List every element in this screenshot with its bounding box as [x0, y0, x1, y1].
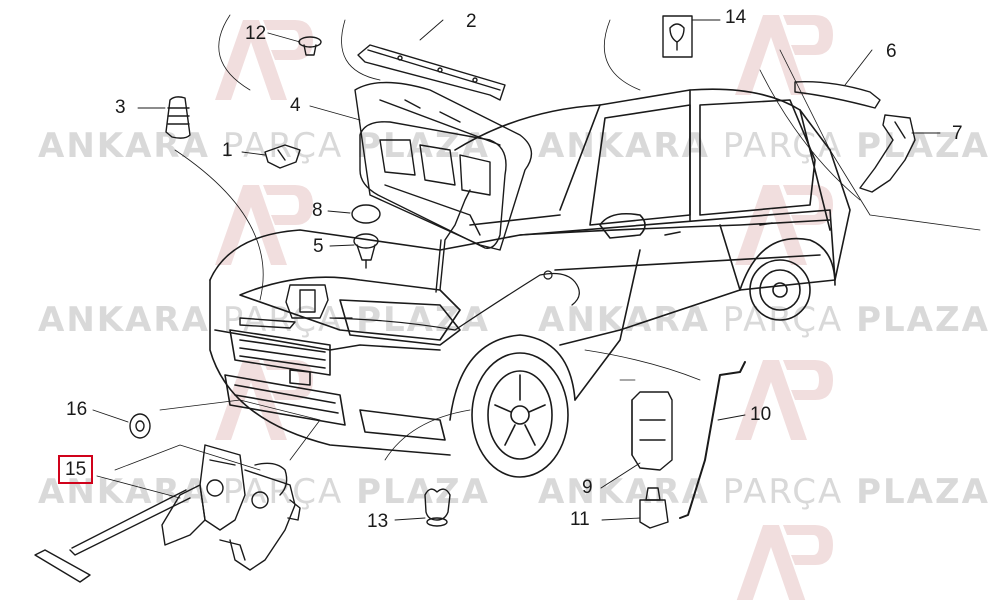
callout-5: 5 [313, 236, 324, 257]
part-12-clip [298, 36, 322, 56]
callout-16: 16 [66, 399, 88, 420]
ap-logo-icon [215, 185, 313, 265]
callout-leaders [92, 19, 941, 521]
callout-13: 13 [367, 511, 389, 532]
callout-15-highlighted: 15 [58, 455, 94, 484]
part-8-cap [351, 204, 381, 224]
part-10-cable [679, 361, 746, 519]
callout-3: 3 [115, 97, 126, 118]
callout-11: 11 [570, 509, 590, 530]
part-1-clip [264, 144, 301, 169]
part-3-bumpstop [165, 96, 191, 139]
callout-10: 10 [750, 404, 772, 425]
callout-4: 4 [290, 95, 301, 116]
callout-7: 7 [952, 123, 963, 144]
ap-logo-icon [735, 15, 833, 95]
guide-lines [114, 14, 981, 471]
callout-9: 9 [582, 477, 593, 498]
release-cable [329, 270, 580, 331]
ap-logo-icon [736, 525, 833, 600]
callout-6: 6 [886, 41, 897, 62]
part-16-bush [129, 413, 151, 439]
callout-12: 12 [245, 23, 267, 44]
part-5-stopper [353, 233, 379, 269]
part-11-clamp [639, 487, 669, 529]
part-15-latch [34, 444, 301, 583]
car-body [209, 88, 851, 478]
hood-prop-rod [435, 189, 471, 293]
ap-logo-icon [735, 360, 833, 440]
part-4-hood [354, 81, 533, 251]
part-9-bracket [631, 391, 673, 471]
latch-assembly-small [239, 284, 329, 329]
callout-1: 1 [222, 140, 233, 161]
part-7-bracket [859, 114, 916, 193]
part-2-strip [357, 44, 506, 101]
part-6-strut [794, 81, 881, 109]
callout-14: 14 [725, 7, 747, 28]
callout-8: 8 [312, 200, 323, 221]
callout-2: 2 [466, 11, 477, 32]
part-1-insulation [359, 121, 507, 249]
part-13-grommet [424, 488, 451, 527]
ap-logo-icon [215, 20, 313, 100]
part-14-label [662, 15, 693, 58]
